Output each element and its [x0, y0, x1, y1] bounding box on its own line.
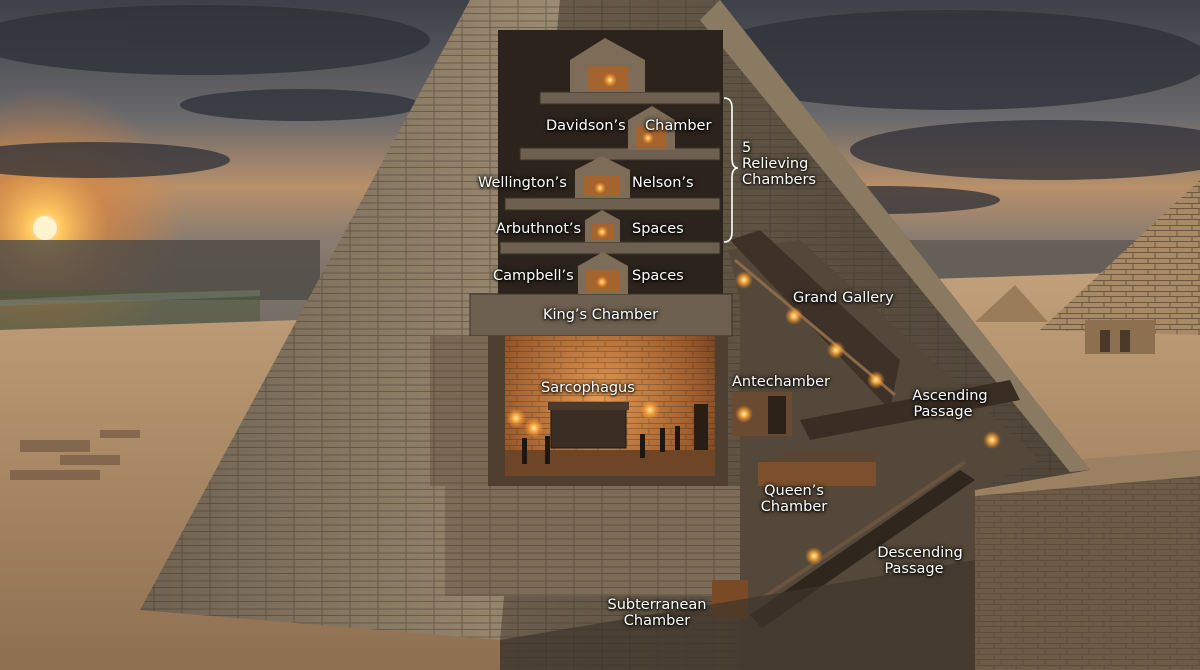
pyramid-outer-edge — [700, 0, 1090, 472]
kings-chamber-floor — [505, 450, 715, 476]
label-spaces-1: Spaces — [632, 221, 684, 237]
torches — [506, 73, 1001, 565]
clouds — [0, 5, 1200, 214]
label-queens-2: Chamber — [760, 499, 828, 515]
label-descending-1: Descending — [877, 545, 963, 561]
ruins — [10, 430, 140, 480]
sarcophagus-box — [550, 405, 627, 449]
bedrock — [500, 560, 975, 670]
label-campbells: Campbell’s — [493, 268, 574, 284]
ascending-passage — [800, 380, 1020, 440]
label-davidsons: Davidson’s — [546, 118, 626, 134]
queens-chamber-room — [758, 462, 876, 486]
label-relieving-2: Chambers — [742, 172, 816, 188]
label-queens-1: Queen’s — [764, 483, 824, 499]
label-wellingtons: Wellington’s — [478, 175, 567, 191]
label-arbuthnots: Arbuthnot’s — [496, 221, 582, 237]
label-grand-gallery: Grand Gallery — [793, 290, 894, 306]
visitors — [522, 426, 680, 464]
distant-pyramid-small — [975, 285, 1048, 322]
label-subterranean-2: Chamber — [623, 613, 691, 629]
relieving-bracket — [723, 97, 739, 243]
granite-slabs — [469, 91, 733, 337]
label-spaces-2: Spaces — [632, 268, 684, 284]
sun — [33, 216, 57, 240]
label-descending-2: Passage — [884, 561, 944, 577]
label-antechamber: Antechamber — [732, 374, 830, 390]
label-sarcophagus: Sarcophagus — [541, 380, 635, 396]
label-nelsons: Nelson’s — [632, 175, 694, 191]
label-chamber-top: Chamber — [645, 118, 712, 134]
label-ascending-2: Passage — [913, 404, 973, 420]
label-subterranean-1: Subterranean — [607, 597, 707, 613]
label-ascending-1: Ascending — [912, 388, 988, 404]
label-kings-chamber: King’s Chamber — [543, 307, 659, 323]
chamber-doorway — [694, 404, 708, 450]
label-relieving-count: 5 — [742, 140, 752, 156]
label-relieving-1: Relieving — [742, 156, 809, 172]
